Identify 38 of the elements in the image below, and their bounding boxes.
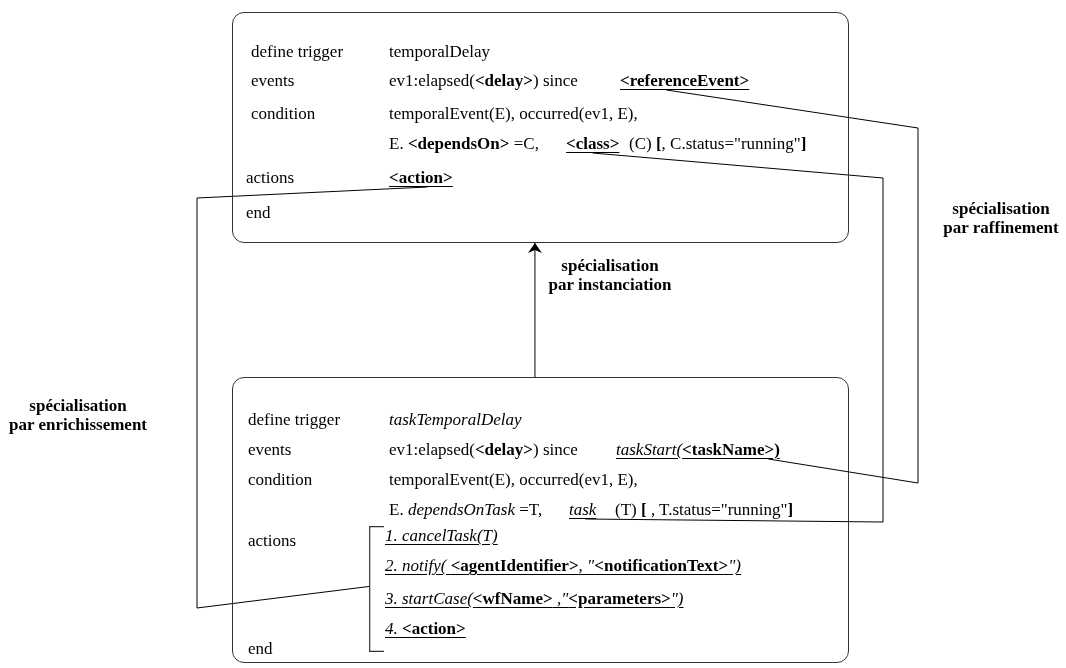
keyword-label: condition (251, 105, 316, 123)
code-text: temporalEvent(E), occurred(ev1, E), (389, 471, 638, 489)
trigger-box (232, 12, 849, 243)
keyword-label: define trigger (251, 43, 344, 61)
code-text: ev1:elapsed(<delay>) since (389, 72, 578, 90)
code-text: taskStart(<taskName>) (616, 441, 780, 459)
code-text: temporalDelay (389, 43, 490, 61)
keyword-label: define trigger (248, 411, 341, 429)
action-item: 4. <action> (385, 620, 466, 638)
keyword-label: end (246, 204, 271, 222)
action-item: 2. notify( <agentIdentifier>, "<notificationText>") (385, 557, 742, 575)
keyword-label: end (248, 640, 273, 658)
code-text: <referenceEvent> (620, 72, 750, 90)
connector-line (196, 186, 428, 609)
edge-label: spécialisation par enrichissement (9, 396, 147, 434)
code-text: temporalEvent(E), occurred(ev1, E), (389, 105, 638, 123)
keyword-label: actions (246, 169, 295, 187)
arrow (527, 242, 542, 378)
edge-label: spécialisation par instanciation (548, 256, 672, 294)
code-text: ev1:elapsed(<delay>) since (389, 441, 578, 459)
code-text: <action> (389, 169, 453, 187)
action-item: 1. cancelTask(T) (385, 527, 498, 545)
code-text: <class> (566, 135, 620, 153)
code-text: (C) [, C.status="running"] (629, 135, 807, 153)
keyword-label: events (248, 441, 292, 459)
code-text: taskTemporalDelay (389, 411, 522, 429)
keyword-label: events (251, 72, 295, 90)
code-text: E. <dependsOn> =C, (389, 135, 539, 153)
keyword-label: condition (248, 471, 313, 489)
connector-line (584, 152, 884, 523)
connector-line (666, 89, 919, 484)
code-text: task (569, 501, 597, 519)
trigger-box (232, 377, 849, 663)
keyword-label: actions (248, 532, 297, 550)
action-item: 3. startCase(<wfName> ,"<parameters>") (385, 590, 684, 608)
code-text: E. dependsOnTask =T, (389, 501, 543, 519)
edge-label: spécialisation par raffinement (943, 199, 1059, 237)
code-text: (T) [ , T.status="running"] (615, 501, 794, 519)
